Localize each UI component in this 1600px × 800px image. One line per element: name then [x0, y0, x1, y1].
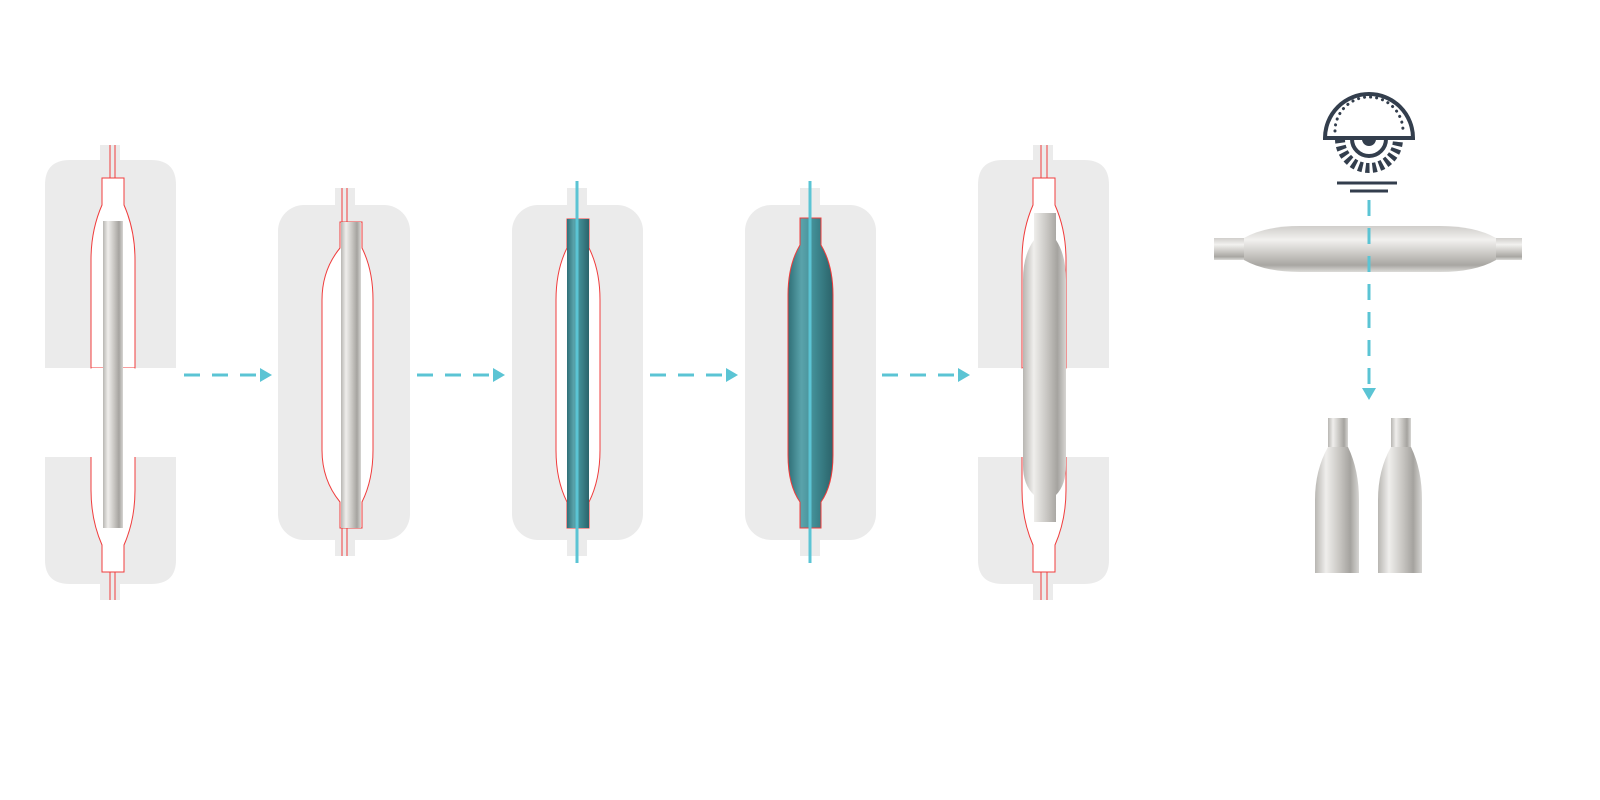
arrow-head [493, 368, 505, 382]
formed-part-horizontal [1244, 226, 1496, 272]
cutting-stage [1214, 92, 1522, 573]
stage-3-fluid-filled [512, 181, 643, 563]
stage-4-hydroformed [745, 181, 876, 563]
stage-2-closed-die [278, 188, 410, 556]
straight-tube [103, 221, 123, 528]
arrow-head [958, 368, 970, 382]
cut-part-right [1378, 418, 1422, 573]
cut-part-left [1315, 418, 1359, 573]
part-end-left [1214, 238, 1244, 260]
arrow-head [1362, 388, 1376, 400]
part-end-right [1494, 238, 1522, 260]
straight-tube [341, 222, 361, 528]
arrow-head [726, 368, 738, 382]
arrow-head [260, 368, 272, 382]
stage-1-open-die [45, 145, 176, 600]
circular-saw-icon [1322, 92, 1416, 193]
formed-part [1023, 213, 1066, 522]
stage-5-die-opened [978, 145, 1109, 600]
